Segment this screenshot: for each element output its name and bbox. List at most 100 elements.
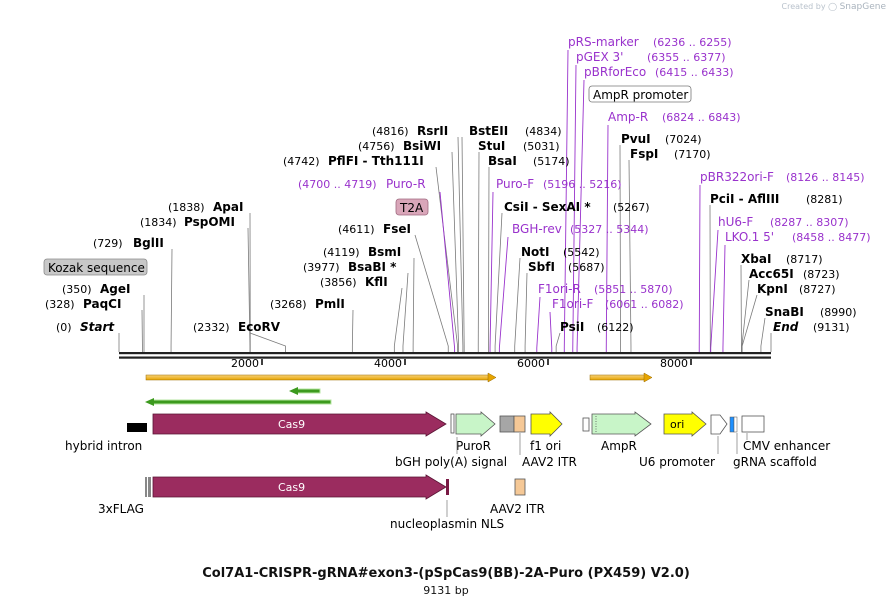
enzyme-bsiwi[interactable]: BsiWI <box>403 139 441 153</box>
enzyme-pflfi-tth111i[interactable]: PflFI - Tth111I <box>328 154 424 168</box>
u6-promoter-feature[interactable] <box>710 414 728 435</box>
enzyme-pos-bglii: (729) <box>93 237 123 250</box>
enzyme-bsai[interactable]: BsaI <box>488 154 517 168</box>
enzyme-pos-bsabi: (3977) <box>303 261 340 274</box>
enzyme-bglii[interactable]: BglII <box>133 236 164 250</box>
label-grna-scaffold: gRNA scaffold <box>733 455 817 469</box>
grna-scaffold-feature[interactable] <box>733 416 738 433</box>
orf-forward-long[interactable] <box>145 374 491 381</box>
enzyme-noti[interactable]: NotI <box>521 245 550 259</box>
cas9-feature[interactable] <box>152 411 447 437</box>
f1-ori-feature[interactable] <box>530 411 563 437</box>
primer-puro-r[interactable]: Puro-R <box>386 177 426 191</box>
snapgene-watermark: Created by ◯ SnapGene <box>782 2 886 12</box>
enzyme-kfli[interactable]: KflI <box>365 275 388 289</box>
orf-reverse-long[interactable] <box>151 399 332 405</box>
orf-tracks <box>145 372 653 406</box>
bgh-polya-feature[interactable] <box>499 415 515 433</box>
enzyme-sbfi[interactable]: SbfI <box>528 260 555 274</box>
ori-feature[interactable] <box>663 411 707 437</box>
enzyme-leader-line <box>461 136 465 352</box>
puror-feature[interactable] <box>455 411 496 437</box>
enzyme-pos-bsteii: (4834) <box>525 125 562 138</box>
primer-f1ori-f[interactable]: F1ori-F <box>552 297 593 311</box>
primer-leader-line <box>563 49 569 352</box>
enzyme-bsteii[interactable]: BstEII <box>469 124 508 138</box>
enzyme-pspomi[interactable]: PspOMI <box>184 215 235 229</box>
primer-pbrforeco[interactable]: pBRforEco <box>584 65 646 79</box>
enzyme-pos-pspomi: (1834) <box>140 216 177 229</box>
enzyme-csii-sexai[interactable]: CsiI - SexAI * <box>504 200 591 214</box>
enzyme-fspi[interactable]: FspI <box>630 147 658 161</box>
ampr-feature[interactable] <box>591 411 652 437</box>
enzyme-ecorv[interactable]: EcoRV <box>238 320 281 334</box>
enzyme-snabi[interactable]: SnaBI <box>765 305 804 319</box>
leader-lines <box>118 136 772 352</box>
nucleoplasmin-nls-feature[interactable] <box>446 479 449 495</box>
enzyme-paqci[interactable]: PaqCI <box>83 297 121 311</box>
enzyme-pos-paqci: (328) <box>45 298 75 311</box>
primer-amp-r[interactable]: Amp-R <box>608 110 648 124</box>
enzyme-acc65i[interactable]: Acc65I <box>749 267 794 281</box>
enzyme-leader-line <box>451 151 460 352</box>
primer-leader-line <box>536 296 541 352</box>
enzyme-pos-noti: (5542) <box>563 246 600 259</box>
hybrid-intron-feature[interactable] <box>130 423 147 432</box>
features-row-2: Cas9 <box>145 474 526 500</box>
primer-leader-line <box>498 236 509 352</box>
ampr-promoter-feature[interactable] <box>582 417 590 432</box>
watermark-prefix: Created by <box>781 2 826 11</box>
enzyme-bsabi[interactable]: BsaBI * <box>348 260 397 274</box>
enzyme-kpni[interactable]: KpnI <box>757 282 788 296</box>
ruler: 2000 4000 6000 8000 <box>231 357 692 370</box>
cas9-feature-2[interactable] <box>152 474 447 500</box>
ampr-promoter-label[interactable]: AmpR promoter <box>593 88 688 102</box>
primer-range-bgh-rev: (5327 .. 5344) <box>570 223 649 236</box>
t2a-feature[interactable] <box>450 413 455 434</box>
label-hybrid-intron: hybrid intron <box>65 439 142 453</box>
orf-reverse-short[interactable] <box>295 388 321 394</box>
primer-bgh-rev[interactable]: BGH-rev <box>512 222 562 236</box>
label-aav2-itr-1: AAV2 ITR <box>522 455 577 469</box>
primer-pgex-3[interactable]: pGEX 3' <box>576 50 623 64</box>
orf-forward-ampr[interactable] <box>589 374 647 381</box>
ruler-tick-8000: 8000 <box>660 357 688 370</box>
aav2-itr-feature-2[interactable] <box>514 478 526 496</box>
label-ampr: AmpR <box>601 439 637 453</box>
enzyme-stui[interactable]: StuI <box>478 139 505 153</box>
enzyme-pvui[interactable]: PvuI <box>621 132 651 146</box>
kozak-label[interactable]: Kozak sequence <box>48 261 145 275</box>
primer-leader-line <box>698 184 701 352</box>
enzyme-pcii-afliii[interactable]: PciI - AflIII <box>710 192 779 206</box>
enzyme-agei[interactable]: AgeI <box>100 282 130 296</box>
ruler-tick-6000: 6000 <box>517 357 545 370</box>
enzyme-end[interactable]: End <box>773 320 799 334</box>
primer-hu6-f[interactable]: hU6-F <box>718 215 753 229</box>
primer-puro-f[interactable]: Puro-F <box>496 177 534 191</box>
grna-feature[interactable] <box>729 416 735 433</box>
enzyme-apai[interactable]: ApaI <box>213 200 243 214</box>
enzyme-pos-xbai: (8717) <box>786 253 823 266</box>
enzyme-psii[interactable]: PsiI <box>560 320 584 334</box>
3xflag-feature[interactable] <box>148 477 151 497</box>
primer-f1ori-r[interactable]: F1ori-R <box>538 282 581 296</box>
primer-prs-marker[interactable]: pRS-marker <box>568 35 639 49</box>
enzyme-xbai[interactable]: XbaI <box>741 252 771 266</box>
enzyme-start[interactable]: Start <box>80 320 115 334</box>
primer-pbr322ori-f[interactable]: pBR322ori-F <box>700 170 774 184</box>
plasmid-size: 9131 bp <box>423 584 469 597</box>
features-row-1: Cas9 ori <box>127 411 765 437</box>
enzyme-leader-line <box>457 136 464 352</box>
enzyme-fsei[interactable]: FseI <box>383 222 411 236</box>
enzyme-bsmi[interactable]: BsmI <box>368 245 401 259</box>
enzyme-leader-line <box>741 294 758 352</box>
cmv-enhancer-feature[interactable] <box>741 415 765 433</box>
primer-lko1-5[interactable]: LKO.1 5' <box>725 230 774 244</box>
enzyme-leader-line <box>170 248 173 352</box>
aav2-itr-feature-1[interactable] <box>513 415 526 433</box>
enzyme-rsrii[interactable]: RsrII <box>417 124 448 138</box>
ori-label: ori <box>670 418 684 431</box>
enzyme-pmli[interactable]: PmlI <box>315 297 345 311</box>
enzyme-leader-line <box>414 234 449 352</box>
t2a-label[interactable]: T2A <box>399 201 424 215</box>
